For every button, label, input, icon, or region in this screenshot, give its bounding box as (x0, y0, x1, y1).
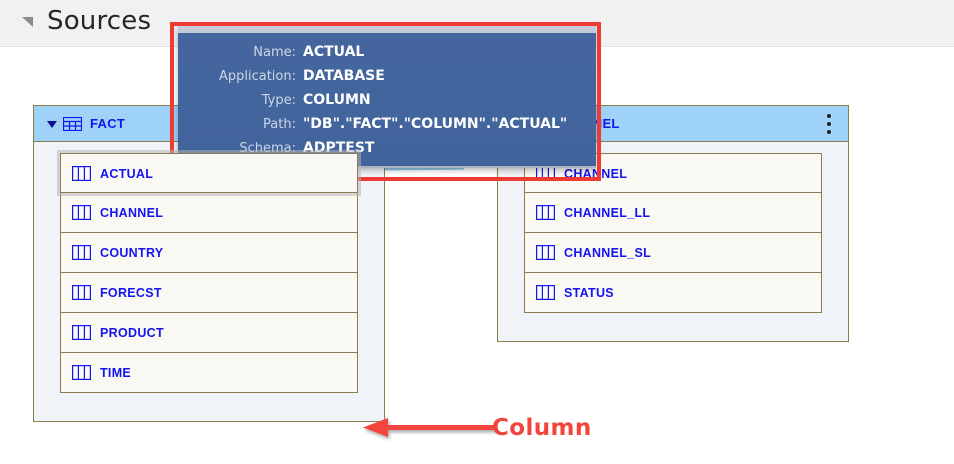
column-icon (536, 205, 555, 220)
column-list-fact: ACTUAL CHANNEL COUNTRY FORECST PRODUCT TIME (60, 153, 358, 393)
tooltip-field-label: Application: (218, 69, 296, 84)
annotation-label-column: Column (492, 415, 592, 441)
table-grid-icon (63, 117, 82, 131)
column-list-channel: CHANNEL CHANNEL_LL CHANNEL_SL STATUS (524, 153, 822, 313)
column-name-label: ACTUAL (100, 167, 154, 181)
column-icon (72, 245, 91, 260)
column-icon (536, 166, 555, 181)
tooltip-field-label: Schema: (239, 141, 296, 156)
column-name-label: TIME (100, 366, 132, 380)
column-name-label: STATUS (564, 286, 614, 300)
tooltip-field-value: DATABASE (303, 68, 385, 84)
column-name-label: CHANNEL_LL (564, 206, 651, 220)
tooltip-field-value: ADPTEST (303, 140, 375, 156)
column-row[interactable]: ACTUAL (60, 153, 358, 193)
diagram-canvas[interactable]: FACT ACTUAL CHANNEL COUNTRY FORECST PRODUCT T… (0, 48, 954, 464)
tooltip-row: Path: "DB"."FACT"."COLUMN"."ACTUAL" (178, 116, 596, 140)
column-name-label: CHANNEL (564, 167, 628, 181)
column-row[interactable]: CHANNEL (60, 193, 358, 233)
column-icon (72, 285, 91, 300)
column-name-label: PRODUCT (100, 326, 164, 340)
column-name-label: COUNTRY (100, 246, 164, 260)
table-card-fact[interactable]: FACT ACTUAL CHANNEL COUNTRY FORECST PRODUCT T… (33, 105, 385, 422)
tooltip-field-label: Type: (261, 93, 296, 108)
tooltip-field-value: COLUMN (303, 92, 371, 108)
column-icon (72, 205, 91, 220)
column-icon (536, 245, 555, 260)
column-icon (72, 166, 91, 181)
tooltip-row: Name: ACTUAL (178, 44, 596, 68)
column-row[interactable]: FORECST (60, 273, 358, 313)
column-icon (72, 365, 91, 380)
column-row[interactable]: STATUS (524, 273, 822, 313)
tooltip-field-label: Name: (253, 45, 296, 60)
column-row[interactable]: COUNTRY (60, 233, 358, 273)
table-name-label: FACT (90, 116, 126, 131)
kebab-menu-icon[interactable] (827, 114, 832, 134)
tooltip-field-label: Path: (263, 117, 296, 132)
column-name-label: CHANNEL (100, 206, 164, 220)
column-name-label: FORECST (100, 286, 162, 300)
column-row[interactable]: TIME (60, 353, 358, 393)
tooltip-field-value: ACTUAL (303, 44, 365, 60)
column-icon (72, 325, 91, 340)
tooltip-row: Schema: ADPTEST (178, 140, 596, 164)
page-title: Sources (47, 6, 152, 36)
left-arrow-icon (363, 418, 495, 437)
tooltip-row: Type: COLUMN (178, 92, 596, 116)
tooltip-field-value: "DB"."FACT"."COLUMN"."ACTUAL" (303, 116, 568, 132)
column-row[interactable]: CHANNEL_SL (524, 233, 822, 273)
column-name-label: CHANNEL_SL (564, 246, 652, 260)
triangle-collapse-icon[interactable] (22, 17, 33, 27)
caret-down-icon[interactable] (47, 121, 57, 128)
column-icon (536, 285, 555, 300)
column-row[interactable]: PRODUCT (60, 313, 358, 353)
column-details-tooltip: Name: ACTUAL Application: DATABASE Type: COLU… (178, 33, 596, 166)
tooltip-row: Application: DATABASE (178, 68, 596, 92)
column-row[interactable]: CHANNEL_LL (524, 193, 822, 233)
